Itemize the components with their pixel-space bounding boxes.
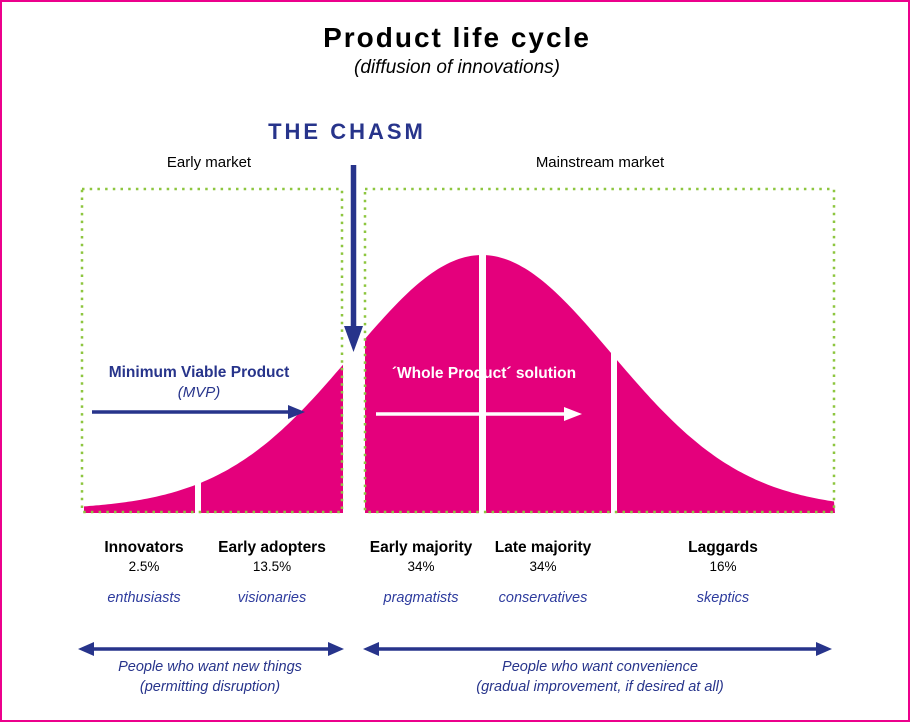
segment-percent: 34% <box>529 559 557 574</box>
chasm-down-arrow <box>344 165 363 352</box>
mainstream-market-label: Mainstream market <box>535 154 665 171</box>
page-title: Product life cycle <box>323 22 591 53</box>
early-audience-line1: People who want new things <box>118 659 302 675</box>
trait-pragmatists: pragmatists <box>383 590 459 606</box>
mainstream-audience-line2: (gradual improvement, if desired at all) <box>476 679 724 695</box>
early-audience-text: People who want new things (permitting d… <box>2 657 430 697</box>
trait-conservatives: conservatives <box>498 590 588 606</box>
whole-product-arrow <box>376 407 582 421</box>
mvp-arrow <box>92 405 305 419</box>
mainstream-market-box <box>363 187 836 514</box>
segment-early-adopters: Early adopters 13.5% <box>192 539 352 574</box>
mainstream-audience-arrow <box>363 642 832 656</box>
segment-late-majority: Late majority 34% <box>463 539 623 574</box>
segment-name: Early majority <box>369 539 473 556</box>
gap-chasm <box>343 248 365 513</box>
mvp-subtitle-label: (MVP) <box>177 384 221 401</box>
trait-visionaries: visionaries <box>237 590 307 606</box>
segment-name: Innovators <box>104 539 184 556</box>
page-subtitle: (diffusion of innovations) <box>354 57 560 78</box>
mainstream-audience-line1: People who want convenience <box>502 659 698 675</box>
trait-skeptics: skeptics <box>696 590 750 606</box>
segment-percent: 16% <box>709 559 737 574</box>
early-market-label: Early market <box>166 154 252 171</box>
segment-innovators: Innovators 2.5% <box>64 539 224 574</box>
segment-name: Laggards <box>688 539 758 556</box>
segment-percent: 2.5% <box>128 559 160 574</box>
early-market-box <box>80 187 344 514</box>
segment-early-majority: Early majority 34% <box>341 539 501 574</box>
early-audience-arrow <box>78 642 344 656</box>
chasm-label: THE CHASM <box>268 119 426 144</box>
segment-percent: 13.5% <box>252 559 292 574</box>
segment-name: Early adopters <box>218 539 326 556</box>
early-audience-line2: (permitting disruption) <box>139 679 281 695</box>
segment-percent: 34% <box>407 559 435 574</box>
gap-late-majority-laggards <box>611 350 617 513</box>
gap-innovators-early-adopters <box>195 452 201 513</box>
trait-enthusiasts: enthusiasts <box>107 590 181 606</box>
mainstream-audience-text: People who want convenience (gradual imp… <box>380 657 820 697</box>
whole-product-label: ´Whole Product´ solution <box>391 365 577 382</box>
segment-name: Late majority <box>494 539 592 556</box>
mvp-title-label: Minimum Viable Product <box>108 364 290 381</box>
segment-laggards: Laggards 16% <box>643 539 803 574</box>
